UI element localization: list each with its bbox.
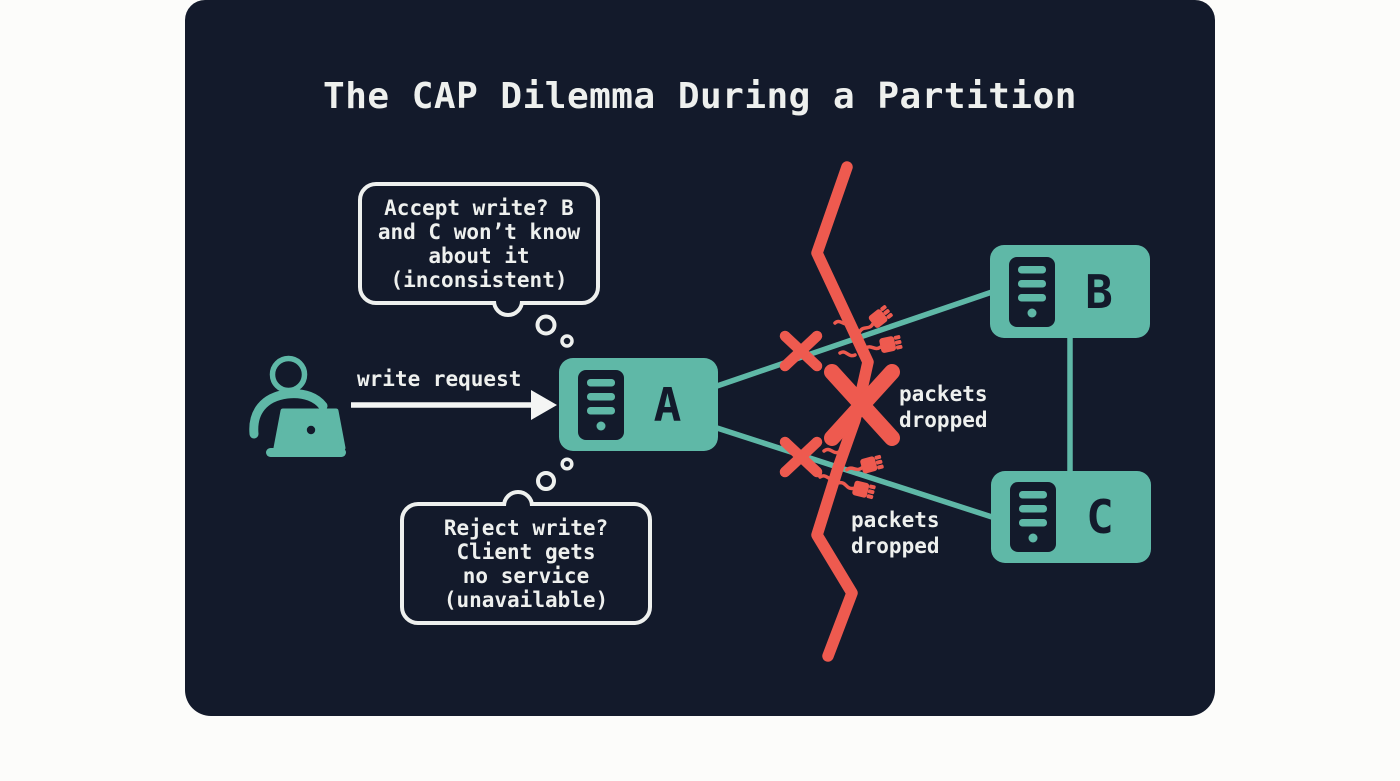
server-node-a-label: A [653,377,682,432]
server-node-a: A [559,358,718,451]
packets-dropped-label-bottom: packets dropped [851,508,940,558]
thought-bubble-unavailable-text: Reject write? Client gets no service (un… [443,515,609,612]
server-node-c-label: C [1086,490,1114,544]
thought-bubble-inconsistent-text: Accept write? B and C won’t know about i… [377,195,581,292]
thought-bubble-unavailable: Reject write? Client gets no service (un… [400,502,652,625]
diagram-title: The CAP Dilemma During a Partition [323,76,1077,117]
server-node-b: B [990,245,1150,338]
server-icon [578,369,624,440]
packets-dropped-label-top: packets dropped [899,382,988,432]
server-node-b-label: B [1085,264,1113,319]
server-icon [1009,256,1055,327]
write-request-label: write request [357,367,522,391]
thought-bubble-inconsistent: Accept write? B and C won’t know about i… [358,182,600,305]
server-node-c: C [991,471,1151,563]
server-icon [1010,482,1056,552]
